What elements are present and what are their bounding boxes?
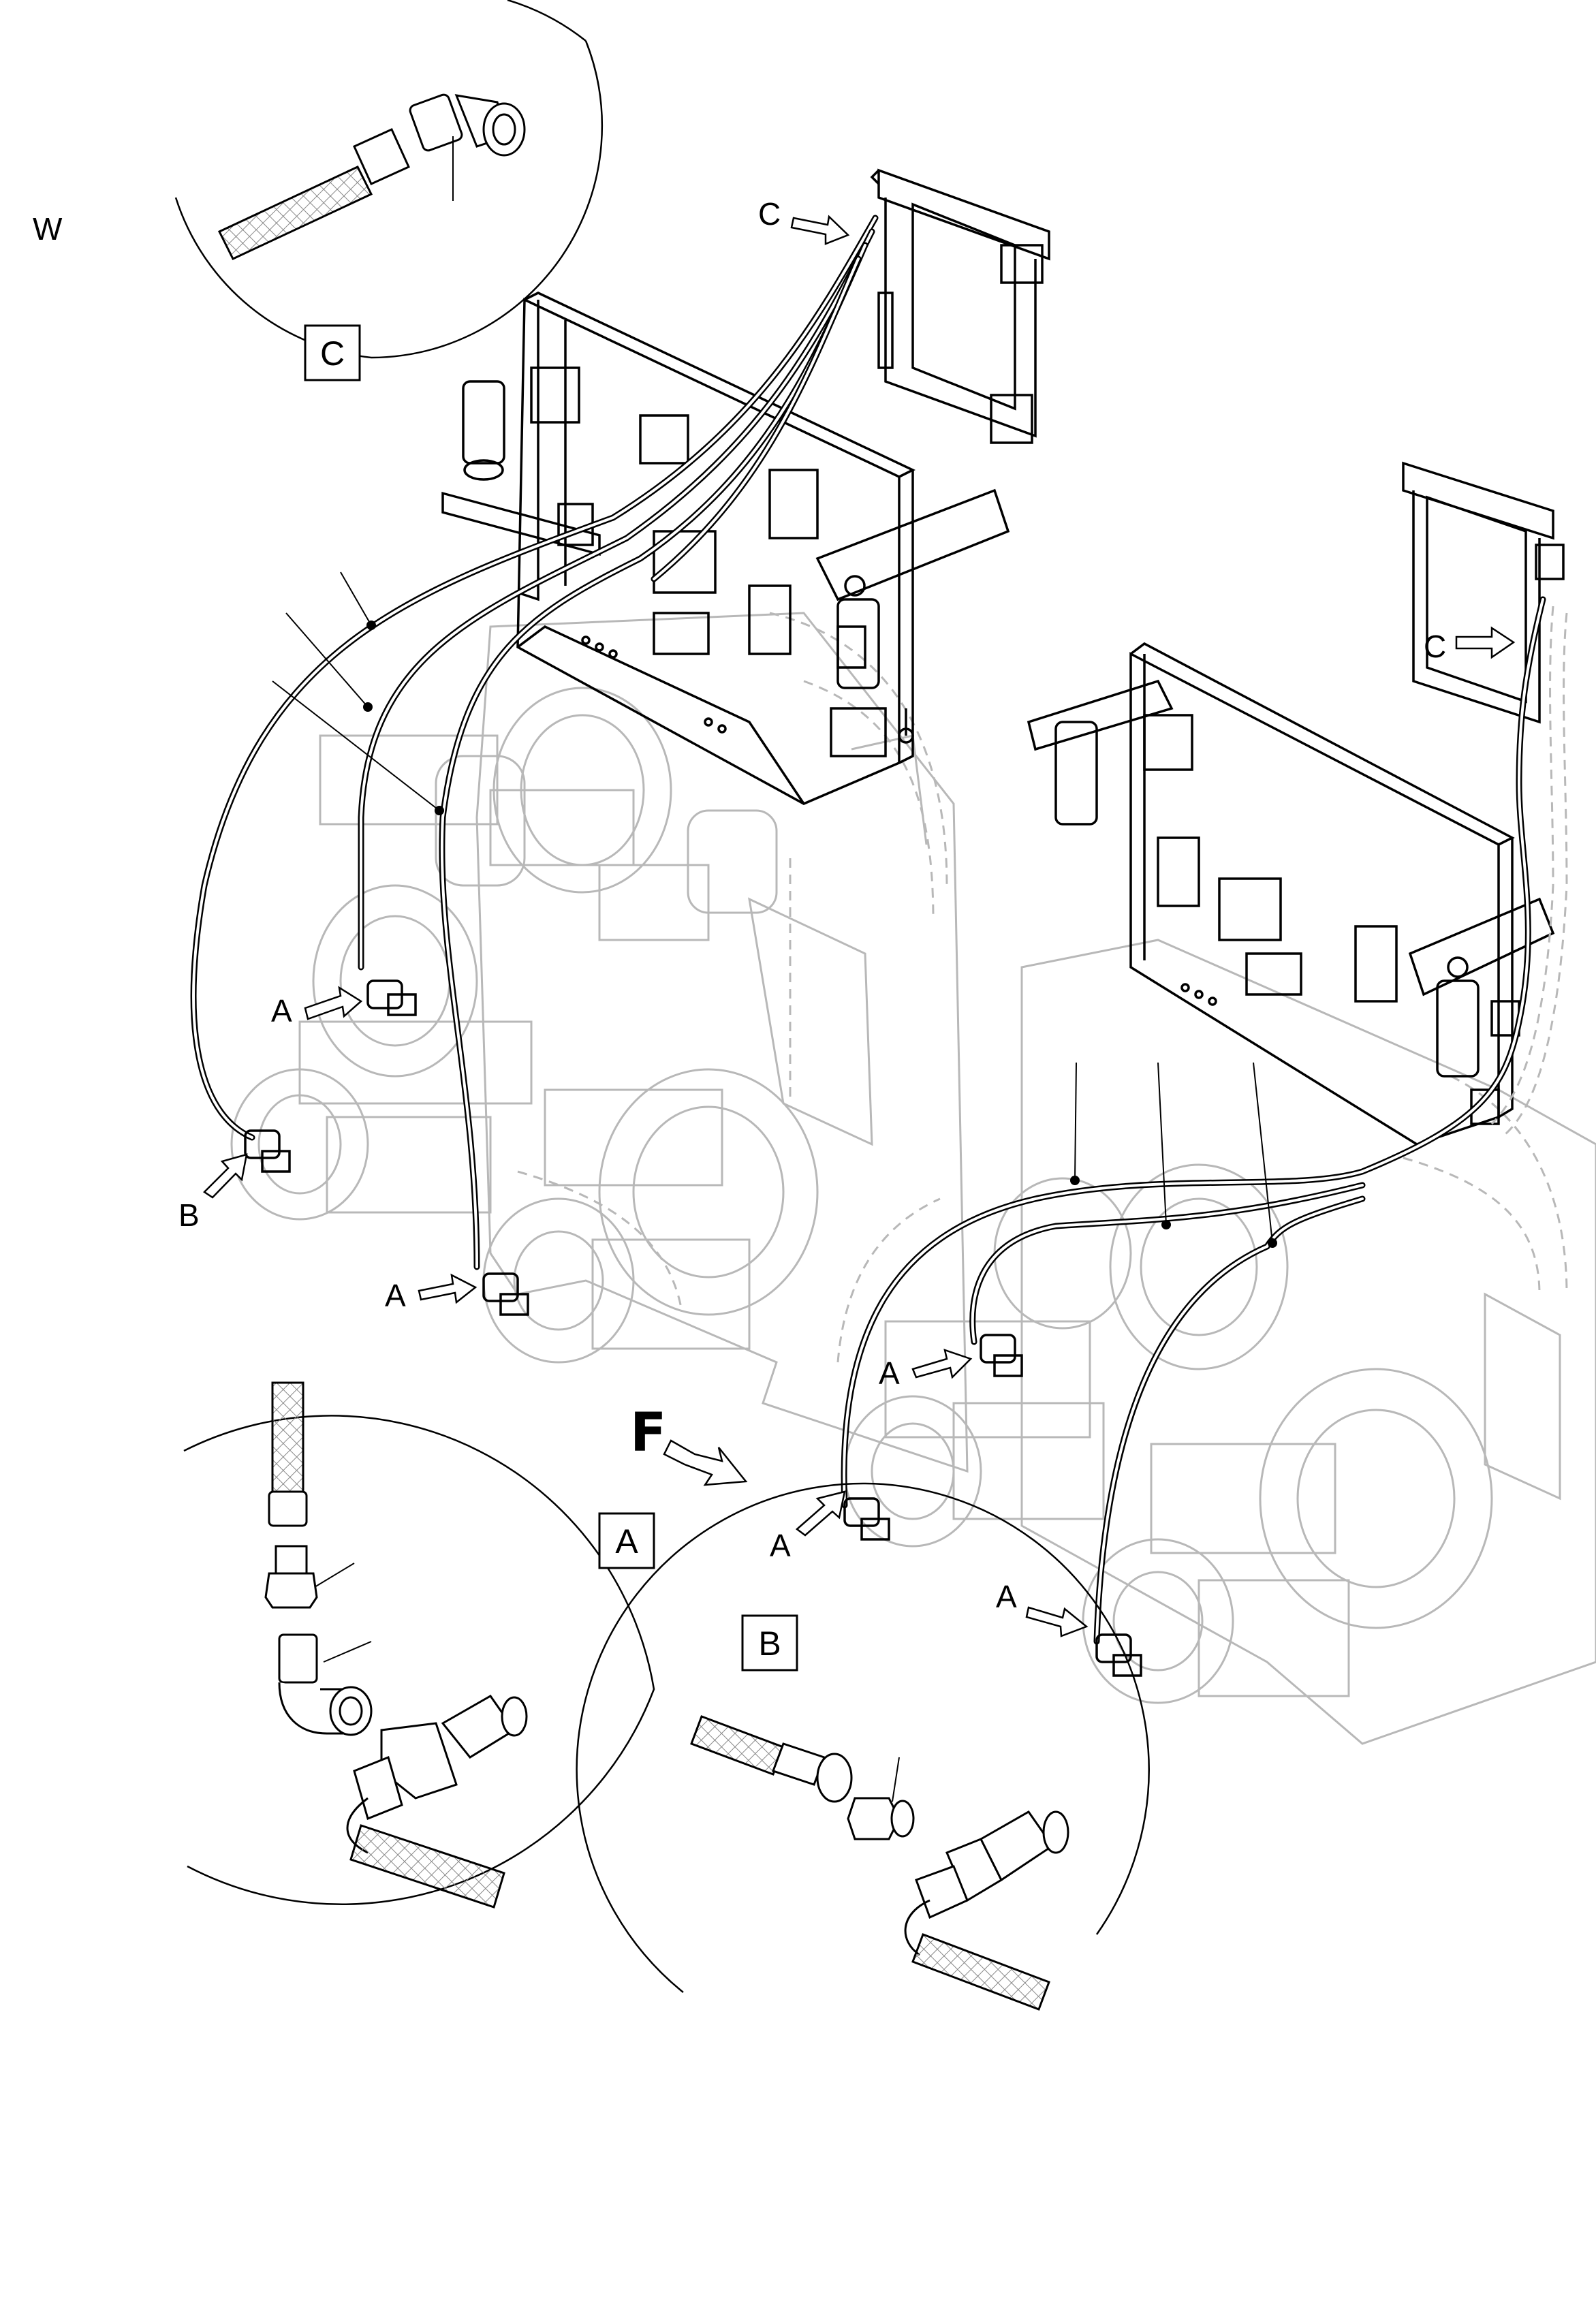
callout-a-2: A	[385, 1278, 406, 1313]
detail-view-c: C	[174, 0, 603, 381]
detail-a-tee	[353, 1695, 528, 1821]
left-fitting-b	[244, 1129, 291, 1173]
detail-c-hose	[217, 128, 410, 260]
left-hose-bundle	[190, 215, 879, 1270]
corner-mark: W	[33, 211, 63, 247]
right-fitting-a3	[980, 1334, 1023, 1377]
left-fitting-a2	[482, 1272, 529, 1316]
detail-view-a: A	[183, 1381, 655, 1909]
left-transmission-housing	[230, 612, 969, 1473]
detail-b-hose	[690, 1715, 853, 1803]
right-fitting-a5	[1095, 1633, 1142, 1677]
detail-a-adapter	[264, 1545, 318, 1609]
callout-a-5: A	[996, 1579, 1017, 1614]
callout-a-3: A	[879, 1355, 900, 1391]
detail-a-elbow	[278, 1633, 373, 1736]
electronic-control-module-lower	[1402, 461, 1565, 724]
arrow-icon-a-1	[304, 986, 363, 1020]
right-fitting-a4	[843, 1497, 890, 1541]
arrow-icon-c-2	[1455, 626, 1516, 659]
detail-c-elbow-fitting	[409, 93, 526, 157]
right-transmission-housing	[836, 939, 1596, 1745]
detail-b-box	[741, 1614, 798, 1672]
callout-a-4: A	[770, 1528, 791, 1563]
arrow-icon-a-5	[1025, 1606, 1089, 1637]
detail-a-circle	[183, 1415, 655, 1906]
callout-a-1: A	[271, 993, 292, 1029]
detail-a-box	[598, 1512, 655, 1569]
left-fitting-a1	[366, 979, 417, 1016]
arrow-icon-c-1	[790, 215, 850, 245]
detail-c-box-label: C	[320, 334, 345, 373]
detail-b-circle	[576, 1482, 1150, 1993]
detail-b-box-label: B	[758, 1625, 781, 1663]
detail-a-hose-bottom	[346, 1797, 505, 1909]
electronic-control-module-upper	[870, 168, 1050, 444]
detail-b-hose-bottom	[904, 1899, 1050, 2011]
direction-mark: F	[630, 1402, 666, 1464]
arrow-icon-a-2	[418, 1273, 478, 1304]
callout-c-2: C	[1424, 629, 1446, 664]
detail-view-b: B	[576, 1482, 1150, 2011]
right-control-panel	[1027, 642, 1555, 1146]
arrow-icon-a-3	[911, 1349, 973, 1379]
detail-b-adapter	[847, 1797, 915, 1840]
detail-a-box-label: A	[615, 1522, 638, 1560]
arrow-icon-b-1	[203, 1153, 248, 1199]
callout-c-1: C	[758, 196, 781, 232]
detail-b-tee	[915, 1810, 1069, 1919]
detail-c-box	[304, 324, 361, 381]
arrow-icon-a-4	[796, 1490, 846, 1537]
left-control-panel	[441, 292, 1010, 805]
callout-b-1: B	[178, 1197, 200, 1233]
flow-direction-arrow-icon	[663, 1439, 748, 1486]
detail-a-hose-top	[268, 1381, 308, 1527]
